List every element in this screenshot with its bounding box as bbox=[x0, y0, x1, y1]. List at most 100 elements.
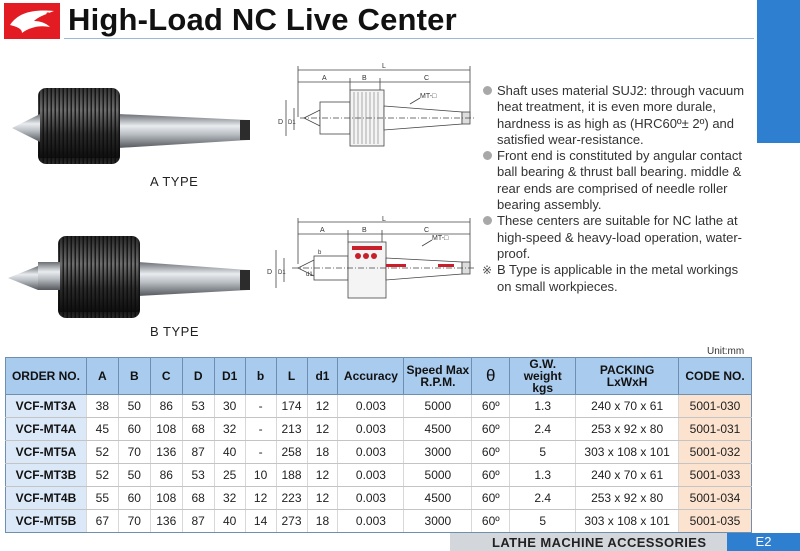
cell-d: 68 bbox=[181, 417, 215, 441]
reference-mark-icon: ※ bbox=[482, 263, 493, 278]
cell-order: VCF-MT3A bbox=[5, 394, 87, 418]
cell-accuracy: 0.003 bbox=[337, 394, 404, 418]
cell-code: 5001-033 bbox=[678, 463, 752, 487]
cell-bs: - bbox=[244, 417, 277, 441]
cell-gw: 5 bbox=[509, 440, 576, 464]
cell-d: 53 bbox=[181, 394, 215, 418]
cell-gw: 1.3 bbox=[509, 394, 576, 418]
cell-bs: 14 bbox=[244, 509, 277, 533]
cell-order: VCF-MT5A bbox=[5, 440, 87, 464]
dim-d1-small-label: d1 bbox=[306, 272, 313, 278]
cell-c: 136 bbox=[149, 509, 183, 533]
cell-speed: 3000 bbox=[403, 440, 472, 464]
cell-bs: - bbox=[244, 394, 277, 418]
cell-l: 258 bbox=[275, 440, 307, 464]
cell-speed: 3000 bbox=[403, 509, 472, 533]
cell-l: 273 bbox=[275, 509, 307, 533]
cell-c: 86 bbox=[149, 394, 183, 418]
cell-d: 87 bbox=[181, 509, 215, 533]
cell-accuracy: 0.003 bbox=[337, 440, 404, 464]
cell-speed: 5000 bbox=[403, 463, 472, 487]
cell-d1s: 12 bbox=[306, 394, 338, 418]
cell-packing: 253 x 92 x 80 bbox=[575, 417, 679, 441]
col-d: D bbox=[181, 357, 215, 395]
cell-theta: 60º bbox=[471, 417, 510, 441]
cell-gw: 1.3 bbox=[509, 463, 576, 487]
cell-bs: - bbox=[244, 440, 277, 464]
col-weight: G.W.weight kgs bbox=[509, 357, 577, 395]
cell-d1: 30 bbox=[213, 394, 246, 418]
cell-speed: 5000 bbox=[403, 394, 472, 418]
col-b-small: b bbox=[244, 357, 277, 395]
cell-l: 213 bbox=[275, 417, 307, 441]
cell-packing: 240 x 70 x 61 bbox=[575, 394, 679, 418]
dim-b-label: B bbox=[362, 75, 367, 82]
cell-l: 174 bbox=[275, 394, 307, 418]
cell-a: 38 bbox=[85, 394, 119, 418]
cell-a: 52 bbox=[85, 440, 119, 464]
spec-table: ORDER NO. A B C D D1 b L d1 Accuracy Spe… bbox=[5, 357, 752, 533]
dim-d-label: D bbox=[278, 119, 283, 126]
cell-code: 5001-031 bbox=[678, 417, 752, 441]
cell-speed: 4500 bbox=[403, 486, 472, 510]
cell-code: 5001-034 bbox=[678, 486, 752, 510]
cell-b: 60 bbox=[117, 486, 151, 510]
cell-bs: 10 bbox=[244, 463, 277, 487]
cell-d1: 40 bbox=[213, 440, 246, 464]
cell-gw: 5 bbox=[509, 509, 576, 533]
dim-b-label-b: B bbox=[362, 227, 367, 234]
col-d1-small: d1 bbox=[306, 357, 339, 395]
cell-c: 86 bbox=[149, 463, 183, 487]
cell-packing: 240 x 70 x 61 bbox=[575, 463, 679, 487]
a-type-dimension-drawing: A B C L D D1 MT-□ bbox=[278, 63, 474, 147]
title-divider bbox=[64, 38, 754, 39]
dim-l-label: L bbox=[382, 63, 386, 70]
cell-b: 50 bbox=[117, 463, 151, 487]
cell-b: 60 bbox=[117, 417, 151, 441]
cell-a: 55 bbox=[85, 486, 119, 510]
a-type-label: A TYPE bbox=[150, 174, 199, 189]
cell-accuracy: 0.003 bbox=[337, 417, 404, 441]
col-order: ORDER NO. bbox=[5, 357, 87, 395]
cell-d: 87 bbox=[181, 440, 215, 464]
cell-bs: 12 bbox=[244, 486, 277, 510]
cell-d: 53 bbox=[181, 463, 215, 487]
cell-c: 108 bbox=[149, 486, 183, 510]
cell-packing: 253 x 92 x 80 bbox=[575, 486, 679, 510]
cell-l: 188 bbox=[275, 463, 307, 487]
col-code: CODE NO. bbox=[678, 357, 752, 395]
section-side-tab bbox=[757, 0, 800, 142]
cell-b: 70 bbox=[117, 440, 151, 464]
footer-section-title: LATHE MACHINE ACCESSORIES bbox=[492, 535, 707, 550]
cell-a: 52 bbox=[85, 463, 119, 487]
eagle-logo-icon bbox=[4, 3, 60, 39]
dim-c-label: C bbox=[424, 75, 429, 82]
col-theta: θ bbox=[471, 357, 511, 395]
cell-gw: 2.4 bbox=[509, 417, 576, 441]
bullet-dot-icon bbox=[483, 151, 492, 161]
dim-b-small-label: b bbox=[318, 250, 322, 256]
cell-order: VCF-MT5B bbox=[5, 509, 87, 533]
b-type-label: B TYPE bbox=[150, 324, 200, 339]
bullet-dot-icon bbox=[483, 216, 492, 226]
table-header-row: ORDER NO. A B C D D1 b L d1 Accuracy Spe… bbox=[5, 357, 752, 395]
dim-l-label-b: L bbox=[382, 216, 386, 223]
cell-order: VCF-MT4B bbox=[5, 486, 87, 510]
col-d1: D1 bbox=[213, 357, 246, 395]
cell-theta: 60º bbox=[471, 440, 510, 464]
side-tab-divider bbox=[757, 142, 800, 143]
dim-d1-label: D1 bbox=[288, 120, 296, 126]
cell-packing: 303 x 108 x 101 bbox=[575, 509, 679, 533]
cell-d1s: 18 bbox=[306, 440, 338, 464]
cell-d1s: 12 bbox=[306, 463, 338, 487]
cell-theta: 60º bbox=[471, 394, 510, 418]
unit-label: Unit:mm bbox=[707, 346, 745, 357]
cell-accuracy: 0.003 bbox=[337, 463, 404, 487]
page-number: E2 bbox=[727, 533, 800, 551]
